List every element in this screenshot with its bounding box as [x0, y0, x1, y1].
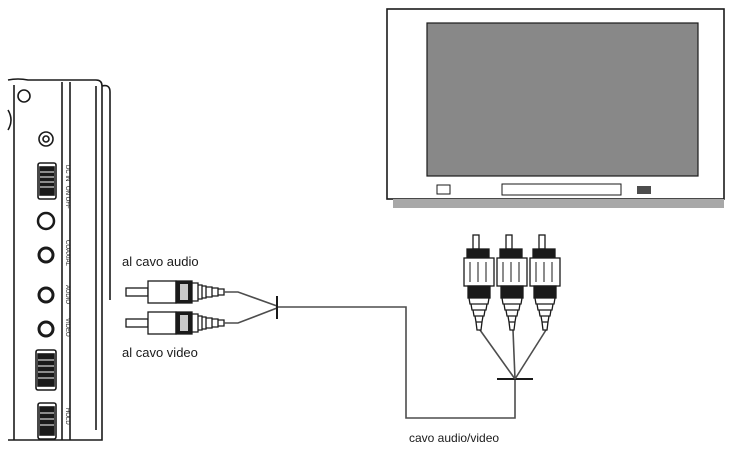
video-cable-label: al cavo video [122, 345, 198, 360]
av-plugs [463, 234, 561, 331]
port-label: ON OFF [64, 186, 70, 209]
audio-port [37, 286, 55, 304]
hold-switch [37, 402, 57, 440]
av-cable-label: cavo audio/video [409, 431, 500, 445]
port-label: HOLD [64, 408, 70, 425]
port-label: AUDIO [64, 285, 70, 304]
port-label: COAXIAL [64, 240, 70, 267]
power-switch [37, 162, 57, 200]
cable-lines [224, 291, 547, 419]
tv-base [393, 199, 724, 208]
audio-cable-label: al cavo audio [122, 254, 199, 269]
port-label: VIDEO [64, 318, 70, 337]
mode-slider [35, 349, 57, 391]
tv-screen [426, 22, 699, 177]
tv-sensor [637, 186, 651, 194]
portable-player [7, 78, 111, 441]
video-port [37, 320, 55, 338]
audio-plug [125, 280, 225, 304]
tv-control-panel [501, 183, 622, 196]
dc-in-port [38, 131, 54, 147]
coaxial-port [37, 246, 55, 264]
av-plug-2 [496, 234, 528, 331]
av-plug-1 [463, 234, 495, 331]
television [386, 8, 725, 208]
av-plug-3 [529, 234, 561, 331]
video-plug [125, 311, 225, 335]
headphone-port [36, 211, 56, 231]
port-label: DC IN [64, 165, 70, 181]
tv-power-indicator [436, 184, 451, 195]
player-port-labels: DC IN ON OFF COAXIAL AUDIO VIDEO HOLD [64, 165, 70, 425]
